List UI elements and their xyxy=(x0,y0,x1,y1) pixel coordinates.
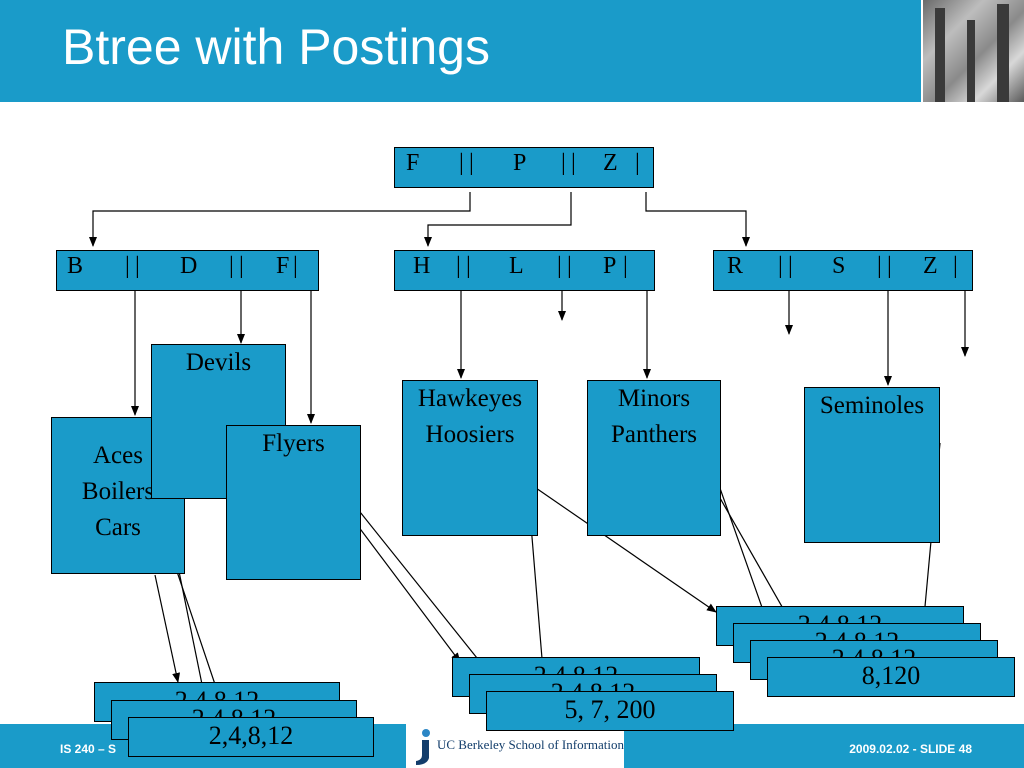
separator: | xyxy=(561,150,566,176)
separator: | xyxy=(571,150,576,176)
leaf-line: Panthers xyxy=(610,421,698,448)
separator: | xyxy=(125,253,130,279)
separator: | xyxy=(778,253,783,279)
footer-course: IS 240 – S xyxy=(60,742,117,756)
header-bar xyxy=(0,0,1024,102)
node-key: D xyxy=(180,253,198,279)
leaf-line: Flyers xyxy=(262,430,325,457)
posting-link-1 xyxy=(154,574,181,683)
separator: | xyxy=(229,253,234,279)
leaf-line: Boilers xyxy=(81,478,155,505)
posting-link-6 xyxy=(519,476,717,613)
node-key: L xyxy=(509,253,524,279)
root-key: Z xyxy=(603,150,618,176)
leaf-line: Devils xyxy=(185,349,252,376)
connector-root-1 xyxy=(89,192,471,247)
postings-list: 8,120 xyxy=(767,657,1015,697)
separator: | xyxy=(459,150,464,176)
leaf-line: Aces xyxy=(93,442,143,469)
separator: | xyxy=(887,253,892,279)
separator: | xyxy=(788,253,793,279)
separator: | xyxy=(567,253,572,279)
internal-node-hlp: H | | L | | P | xyxy=(394,250,655,291)
separator: | xyxy=(953,253,958,279)
leaf-line: Cars xyxy=(95,514,141,541)
leaf-line: Hoosiers xyxy=(425,421,515,448)
root-node: F | | P | | Z | xyxy=(394,147,654,188)
postings-list: 2,4,8,12 xyxy=(128,717,374,757)
node-key: H xyxy=(413,253,431,279)
connector-root-3 xyxy=(645,192,750,247)
separator: | xyxy=(469,150,474,176)
leaf-line: Hawkeyes xyxy=(417,385,523,412)
leaf-line: Minors xyxy=(617,385,691,412)
root-key: P xyxy=(513,150,527,176)
separator: | xyxy=(623,253,628,279)
internal-node-bdf: B | | D | | F | xyxy=(56,250,319,291)
footer-slide-number: 2009.02.02 - SLIDE 48 xyxy=(849,742,972,756)
node-key: Z xyxy=(923,253,938,279)
internal-node-rsz: R | | S | | Z | xyxy=(713,250,973,291)
separator: | xyxy=(293,253,298,279)
slide-title: Btree with Postings xyxy=(62,19,490,75)
separator: | xyxy=(877,253,882,279)
separator: | xyxy=(456,253,461,279)
node-key: R xyxy=(727,253,744,279)
tree-connectors xyxy=(89,192,969,718)
separator: | xyxy=(635,150,640,176)
leaf-hawkeyes: Hawkeyes Hoosiers xyxy=(402,380,538,536)
root-key: F xyxy=(406,150,420,176)
separator: | xyxy=(239,253,244,279)
logo-panel xyxy=(406,724,624,768)
separator: | xyxy=(466,253,471,279)
leaf-seminoles: Seminoles xyxy=(804,387,940,543)
node-key: P xyxy=(603,253,617,279)
leaf-flyers: Flyers xyxy=(226,425,361,580)
node-key: S xyxy=(832,253,846,279)
separator: | xyxy=(135,253,140,279)
logo-text: UC Berkeley School of Information xyxy=(437,737,625,752)
separator: | xyxy=(557,253,562,279)
header-photo xyxy=(921,0,1024,102)
leaf-aces: Aces Boilers Cars xyxy=(51,417,185,574)
connector-root-2 xyxy=(424,192,572,247)
node-key: B xyxy=(67,253,84,279)
leaf-line: Seminoles xyxy=(819,392,925,419)
node-key: F xyxy=(276,253,290,279)
postings-list: 5, 7, 200 xyxy=(486,691,734,731)
ischool-logo-icon xyxy=(416,729,430,765)
leaf-minors: Minors Panthers xyxy=(587,380,721,536)
